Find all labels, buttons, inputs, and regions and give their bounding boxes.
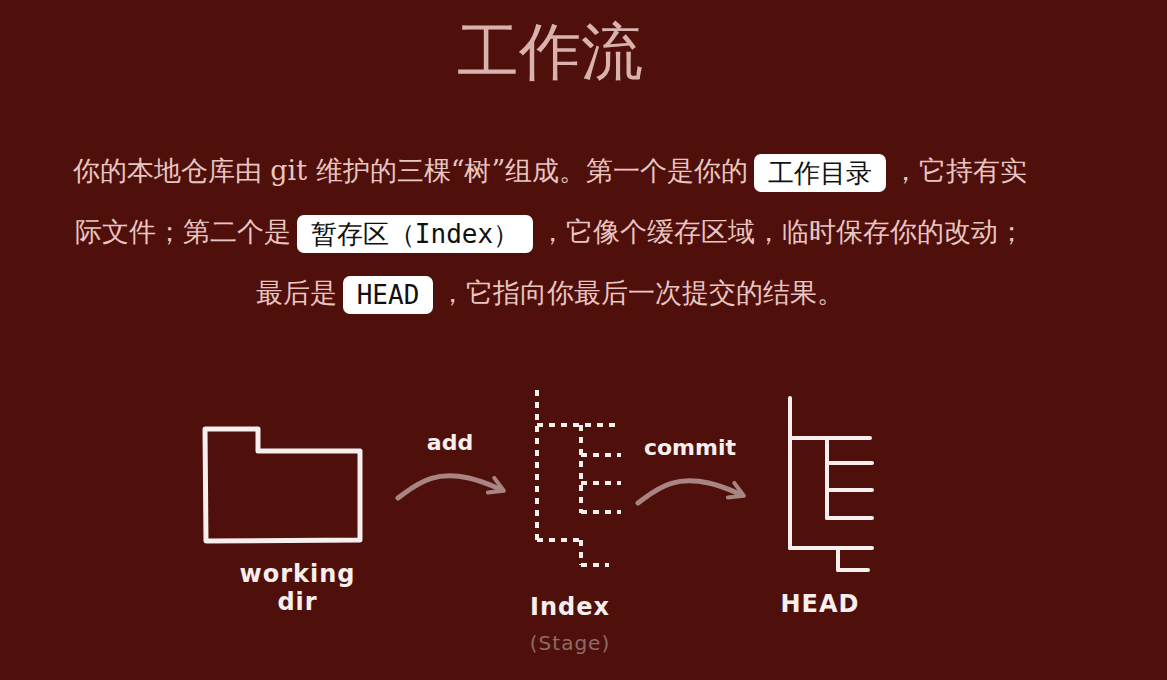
tree-stroke [581, 481, 621, 485]
tree-stroke [827, 488, 872, 492]
node-sublabel: (Stage) [510, 629, 630, 657]
page-title: 工作流 [420, 12, 680, 92]
highlight-chip: 工作目录 [754, 154, 886, 192]
flow-arrow [398, 476, 502, 498]
folder-outline [205, 429, 360, 541]
tree-stroke [790, 436, 870, 440]
tree-stroke [579, 540, 583, 565]
flow-arrow [638, 481, 742, 503]
paragraph-text: 你的本地仓库由 git 维护的三棵“树”组成。第一个是你的 [73, 155, 749, 186]
tree-stroke [537, 538, 581, 542]
tree-stroke [836, 548, 840, 570]
tree-stroke [537, 423, 615, 427]
head-tree: HEAD [745, 390, 895, 630]
paragraph: 你的本地仓库由 git 维护的三棵“树”组成。第一个是你的工作目录，它持有实际文… [70, 140, 1030, 323]
working-dir-folder: working dir [200, 420, 395, 620]
tree-stroke [581, 563, 609, 567]
tree-stroke [838, 568, 868, 572]
node-label: working dir [233, 560, 363, 616]
tree-stroke [825, 438, 829, 518]
chip-text: HEAD [357, 280, 420, 310]
node-label: HEAD [755, 590, 885, 618]
edge-label: add [427, 430, 473, 456]
tree-stroke [827, 461, 872, 465]
node-label: Index [510, 593, 630, 621]
paragraph-text: ，它指向你最后一次提交的结果。 [439, 277, 844, 308]
edge-label: commit [644, 435, 736, 461]
chip-text: 工作目录 [768, 158, 872, 188]
tree-stroke [579, 425, 583, 513]
tree-stroke [827, 516, 872, 520]
tree-stroke [788, 398, 792, 548]
index-tree: Index (Stage) [505, 385, 635, 657]
tree-stroke [790, 546, 872, 550]
highlight-chip: 暂存区（Index） [297, 215, 533, 253]
chip-text: 暂存区（Index） [311, 219, 519, 249]
tree-stroke [535, 390, 539, 540]
tree-stroke [581, 510, 621, 514]
tree-stroke [581, 453, 621, 457]
highlight-chip: HEAD [343, 276, 434, 314]
